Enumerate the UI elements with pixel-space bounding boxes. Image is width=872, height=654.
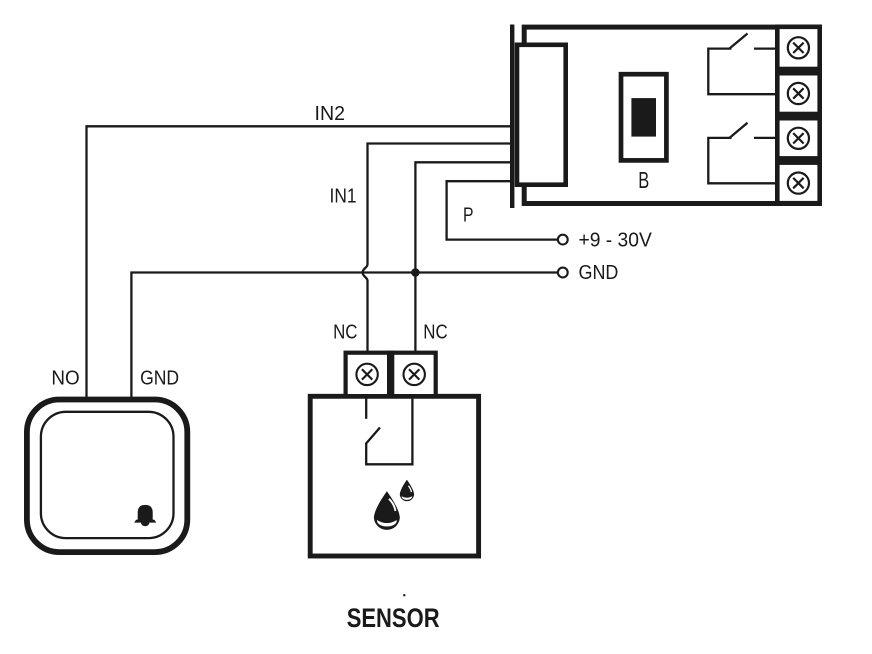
svg-text:NO: NO	[51, 367, 79, 389]
svg-text:GND: GND	[140, 367, 179, 389]
svg-text:NC: NC	[423, 321, 447, 343]
svg-text:SENSOR: SENSOR	[347, 603, 440, 633]
svg-text:IN2: IN2	[315, 103, 346, 125]
svg-text:NC: NC	[333, 321, 357, 343]
svg-text:GND: GND	[579, 262, 619, 284]
svg-text:IN1: IN1	[330, 185, 357, 207]
svg-text:B: B	[638, 167, 649, 193]
svg-text:+9 - 30V: +9 - 30V	[579, 230, 653, 252]
svg-text:P: P	[463, 204, 474, 226]
